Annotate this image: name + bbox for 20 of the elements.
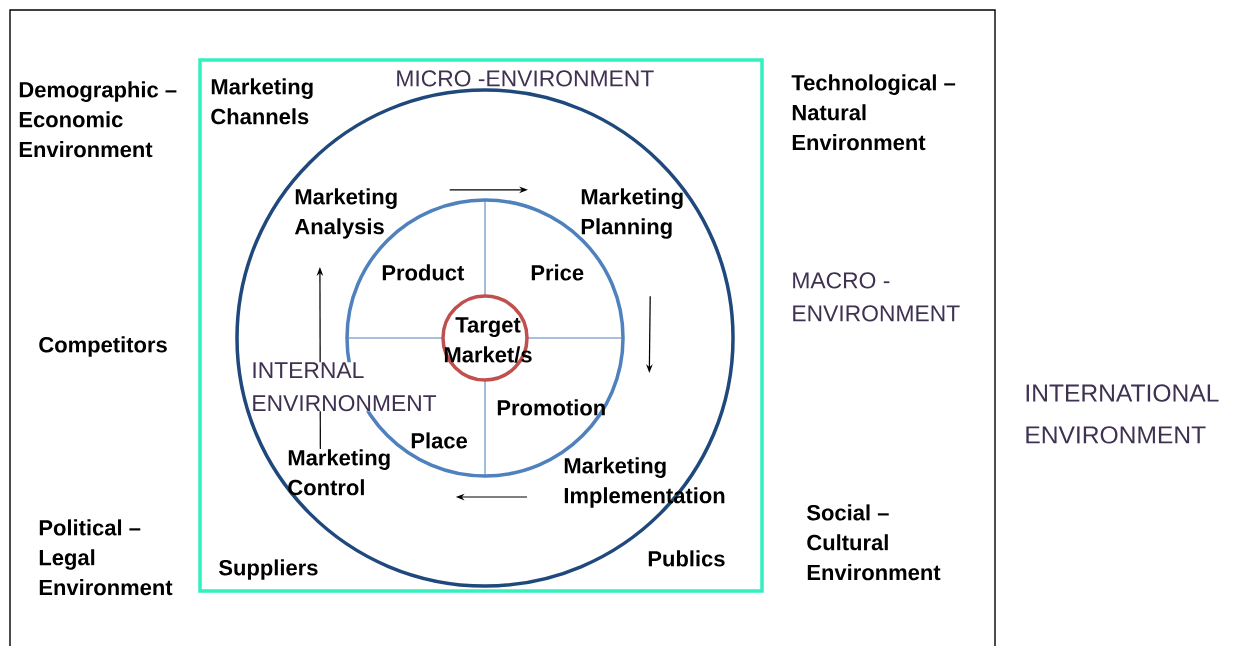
factor-label: Suppliers bbox=[219, 559, 318, 580]
quadrant-label: Product bbox=[382, 264, 465, 281]
quadrant-label: Price bbox=[531, 264, 584, 281]
zone-title: INTERNATIONAL ENVIRONMENT bbox=[1026, 384, 1219, 444]
zone-title: MICRO -ENVIRONMENT bbox=[397, 70, 654, 87]
micro-environment-box bbox=[198, 58, 764, 593]
zone-title: INTERNAL ENVIRNONMENT bbox=[251, 362, 440, 412]
factor-label: Demographic – Economic Environment bbox=[19, 81, 177, 158]
process-label: Marketing Control bbox=[288, 449, 390, 496]
factor-label: Competitors bbox=[39, 336, 167, 357]
process-label: Marketing Planning bbox=[581, 188, 683, 239]
factor-label: Social – Cultural Environment bbox=[807, 504, 941, 581]
frame-border bbox=[9, 9, 996, 646]
process-label: Marketing Analysis bbox=[294, 188, 397, 239]
zone-title: MACRO - ENVIRONMENT bbox=[793, 272, 960, 322]
factor-label: Publics bbox=[648, 550, 725, 567]
factor-label: Technological – Natural Environment bbox=[791, 74, 956, 151]
factor-label: Political – Legal Environment bbox=[39, 519, 173, 596]
factor-label: Marketing Channels bbox=[211, 78, 313, 125]
quadrant-label: Place bbox=[411, 432, 467, 449]
